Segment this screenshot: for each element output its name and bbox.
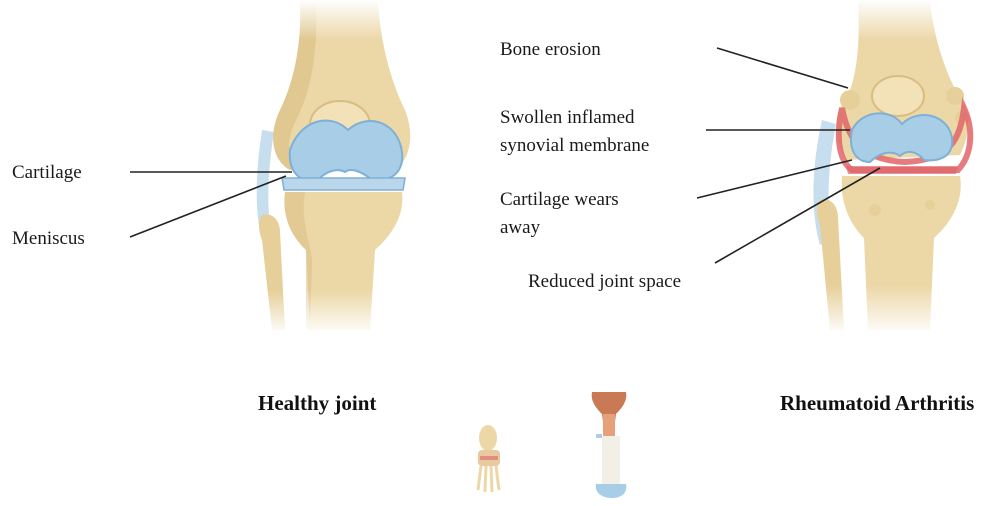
label-swollen-line1: Swollen inflamed [500, 106, 635, 130]
ra-joint-space [846, 166, 958, 174]
label-cartilage-wears-line2: away [500, 216, 540, 240]
caption-healthy-joint: Healthy joint [258, 391, 376, 416]
label-bone-erosion: Bone erosion [500, 38, 601, 62]
leader-line-bone-erosion [717, 48, 848, 88]
foot-bone-illustration [478, 425, 500, 492]
ra-knee-illustration [805, 0, 985, 335]
long-bone-illustration [592, 392, 627, 498]
label-swollen-line2: synovial membrane [500, 134, 649, 158]
healthy-knee-illustration [250, 0, 430, 335]
label-cartilage-wears-line1: Cartilage wears [500, 188, 619, 212]
label-cartilage: Cartilage [12, 161, 82, 185]
label-meniscus: Meniscus [12, 227, 85, 251]
healthy-meniscus [282, 178, 405, 190]
ra-patella [872, 76, 924, 116]
caption-rheumatoid-arthritis: Rheumatoid Arthritis [780, 391, 974, 416]
healthy-cartilage [290, 120, 402, 182]
label-reduced-joint-space: Reduced joint space [528, 270, 681, 294]
